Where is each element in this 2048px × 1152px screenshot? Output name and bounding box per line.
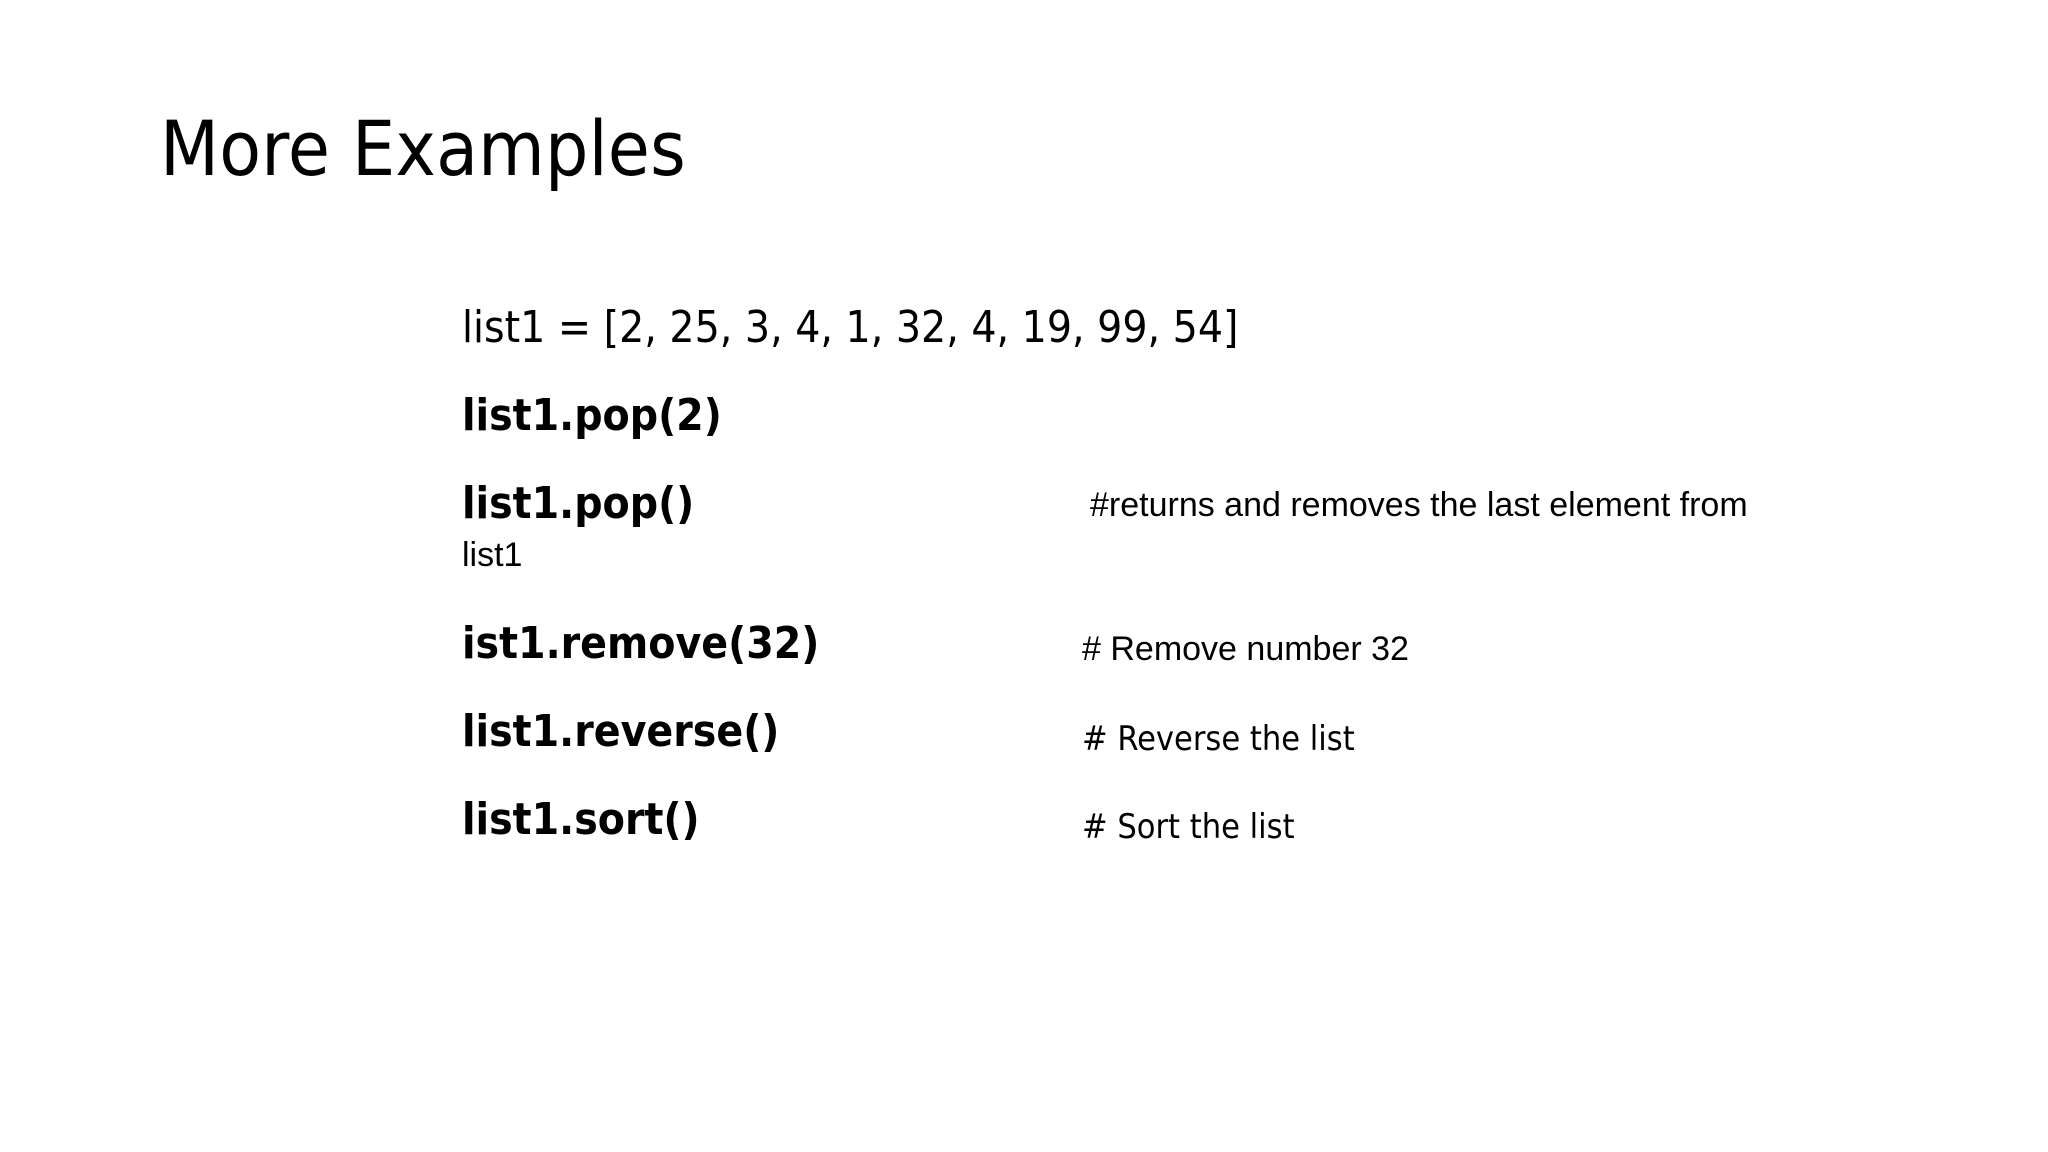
code-line: list1 = [2, 25, 3, 4, 1, 32, 4, 19, 99, … (462, 306, 1942, 394)
code-comment-sort: # Sort the list (1082, 807, 1295, 847)
code-line: list1.reverse() # Reverse the list (462, 710, 1942, 798)
code-example-block: list1 = [2, 25, 3, 4, 1, 32, 4, 19, 99, … (462, 306, 1942, 886)
code-comment-reverse: # Reverse the list (1082, 719, 1355, 759)
code-line: ist1.remove(32) # Remove number 32 (462, 622, 1942, 710)
code-comment-remove: # Remove number 32 (1082, 630, 1409, 668)
code-statement-list1-pop-index: list1.pop(2) (462, 390, 722, 441)
code-line: list1.pop(2) (462, 394, 1942, 482)
page-title: More Examples (160, 104, 686, 193)
code-statement-list1-reverse: list1.reverse() (462, 706, 780, 757)
code-statement-list1-remove: ist1.remove(32) (462, 618, 820, 669)
code-statement-list1-pop: list1.pop() (462, 478, 695, 529)
code-comment-pop-wrap: list1 (462, 536, 523, 574)
code-statement-list1-sort: list1.sort() (462, 794, 700, 845)
code-line: list1.sort() # Sort the list (462, 798, 1942, 886)
code-line: list1.pop() #returns and removes the las… (462, 482, 1942, 622)
code-comment-pop: #returns and removes the last element fr… (1090, 486, 1748, 524)
code-statement-list1-assignment: list1 = [2, 25, 3, 4, 1, 32, 4, 19, 99, … (462, 302, 1239, 353)
